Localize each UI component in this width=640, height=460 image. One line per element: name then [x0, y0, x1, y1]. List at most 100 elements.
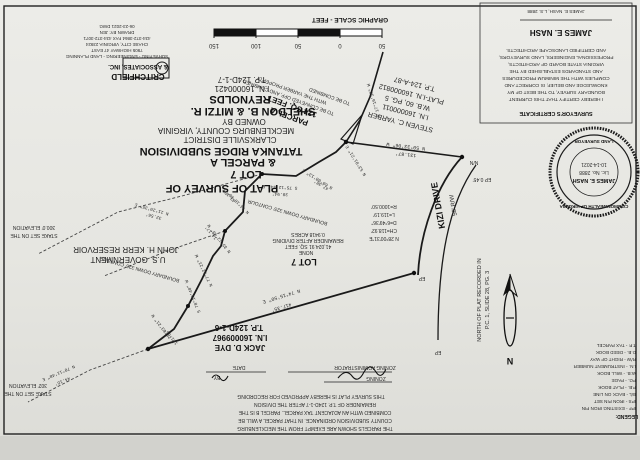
cert-signature-line: JAMES E. NASH, L.S. 2888 — [527, 9, 585, 14]
note-line: THE PARCELS SHOWN ARE EXEMPT FROM THE ME… — [237, 425, 393, 431]
yarber-line — [345, 141, 463, 158]
stake-note: 300.0' ELEVATION — [13, 224, 56, 230]
scale-tick: 100 — [250, 42, 261, 48]
point-label: N/N — [469, 159, 478, 165]
contour-line-north — [37, 173, 263, 255]
surveyor-logo-icon — [122, 57, 170, 79]
curve-chord: CH=118.92' — [371, 227, 397, 233]
certification-box — [479, 2, 633, 124]
pin-icon — [186, 304, 190, 308]
scale-title: GRAPHIC SCALE - FEET — [312, 16, 388, 23]
stake-note: 302' ELEVATION — [9, 382, 47, 388]
cert-signature: JAMES E. NASH — [530, 28, 592, 37]
title-line-10: I.N. 160000421 — [214, 84, 269, 93]
north-note: NORTH OF PLAT RECORDED IN — [477, 258, 483, 341]
legend-item: IPS - IRON PIN SET — [594, 399, 636, 404]
legend-item: W.B. - WILL BOOK — [596, 371, 636, 376]
curve-length: L=119.19' — [373, 211, 395, 217]
stake-note: STAKE SET ON THE — [4, 390, 52, 396]
surveyor-seal-icon — [548, 126, 640, 218]
curve-bearing: N 28°00'31"E — [368, 235, 398, 241]
pin-icon — [260, 172, 264, 176]
legend-item: P.B. - PLAT BOOK — [597, 385, 636, 390]
seal-name: JAMES E. NASH — [573, 177, 616, 183]
bearing-label: N 74°15'50" E — [262, 287, 301, 304]
svg-text:N: N — [507, 356, 514, 366]
lot7-acres: 0.9418 ACRES — [291, 231, 325, 237]
cert-heading: SURVEYOR'S CERTIFICATE — [519, 110, 593, 116]
title-line-11: T.P. 124D-1-7 — [217, 75, 266, 84]
lot7-south-line — [147, 272, 415, 350]
title-line-5: CLARKSVILLE DISTRICT — [183, 135, 276, 144]
cert-line: VIRGINIA STATE BOARD OF ARCHITECTS, — [508, 61, 604, 67]
point-label: EP — [434, 349, 441, 355]
logo-address-3: CHASE CITY, VIRGINIA 23924 — [85, 42, 148, 47]
cert-line: BOUNDARY SURVEY, TO THE BEST OF MY — [506, 89, 604, 95]
point-label: EP — [418, 275, 425, 281]
title-line-7: OWNED BY — [222, 117, 266, 126]
parcel-a-line — [345, 51, 384, 143]
pin-icon — [411, 270, 417, 276]
legend-item: D.B. - DEED BOOK — [595, 350, 636, 355]
title-line-2: LOT 7 — [230, 168, 261, 180]
seal-ring-text-bottom: LAND SURVEYOR — [574, 139, 614, 144]
north-note: P.C. 1, SLIDE 28, PG. 3 — [485, 271, 491, 329]
logo-address-4: 434-372-3864 FAX 434-372-3071 — [83, 36, 151, 41]
note-line: REMAINDER OF T.P. 124D-1-7 AFTER THE DIV… — [254, 401, 376, 407]
title-line-1: PLAT OF SURVEY OF — [165, 182, 278, 194]
kizi-drive-east-edge — [417, 156, 463, 276]
seal-date: 10-14-2021 — [581, 161, 607, 167]
legend-item: T.P. - TAX PARCEL — [596, 343, 636, 348]
title-line-4: TATANKA RIDGE SUBDIVISION — [140, 145, 303, 157]
road-name: KIZI DRIVE — [429, 182, 447, 230]
contour-line-inner — [103, 230, 226, 277]
pin-icon — [223, 229, 227, 233]
distance-label: 131.87' — [395, 150, 417, 159]
scan-margin — [0, 436, 640, 460]
title-line-3: & PARCEL A — [210, 156, 276, 168]
bearing-label: N 50°33'06" W — [386, 141, 425, 152]
title-line-9: REYNOLDS — [209, 93, 270, 105]
cert-line: KNOWLEDGE AND BELIEF, IS CORRECT AND — [504, 82, 608, 88]
gov-line-2: JOHN H. KERR RESERVOIR — [73, 245, 179, 254]
cert-line: PROFESSIONAL ENGINEERS, LAND SURVEYORS, — [499, 54, 614, 60]
scale-tick: 150 — [208, 42, 219, 48]
logo-address-1: SURVEYING - ENGINEERING - LAND PLANNING — [65, 54, 168, 59]
logo-name-1: CRITCHFIELD — [111, 72, 165, 81]
title-line-6: MECKLENBURG COUNTY, VIRGINIA — [157, 126, 294, 135]
dye-owner: JACK D. DYE — [214, 343, 265, 352]
scale-tick: 50 — [294, 42, 301, 48]
distance-label: 32.56' — [145, 211, 162, 221]
approval-signature-lines — [206, 371, 392, 383]
approval-signature-mark-icon — [211, 366, 387, 382]
dye-instrument: I.N. 160009967 — [212, 333, 267, 342]
bearing-label: N 53°01'21" E — [344, 144, 368, 177]
legend-item: I.N. - INSTRUMENT NUMBER — [573, 364, 636, 369]
approval-text: THIS SURVEY PLAT IS HEREBY APPROVED FOR … — [237, 393, 384, 399]
distance-label: 417.35' — [270, 301, 292, 313]
curve-delta: D=6°49'36" — [371, 219, 396, 225]
lot7-shoreline — [147, 141, 347, 350]
lot7-line-2: NONE — [298, 249, 313, 255]
logo-name-2: & ASSOCIATES, INC. — [108, 63, 168, 69]
cert-line: AND STANDARDS ESTABLISHED BY THE — [509, 68, 602, 74]
distance-label: 38.94' — [272, 191, 288, 198]
logo-address-5: DRAWN BY: JEN — [100, 30, 135, 35]
scale-tick: 50 — [378, 42, 385, 48]
legend-item: R/W - RIGHT OF WAY — [590, 357, 636, 362]
approval-zoning: ZONING — [366, 375, 386, 381]
seal-ring-text: COMMONWEALTH OF VIRGINIA — [559, 204, 628, 209]
map-border — [3, 5, 637, 435]
north-arrow-icon: N — [503, 273, 519, 366]
legend-item: IPF - EXISTING IRON PIN — [582, 406, 636, 411]
seal-license: Lic. No. 2888 — [579, 169, 609, 175]
gov-line-1: U.S. GOVERNMENT — [90, 255, 165, 264]
title-line-8: SHELDON B. & MITZI R. — [191, 105, 316, 117]
approval-date: DATE — [232, 364, 246, 370]
road-width: 50' R/W — [449, 194, 459, 216]
cert-line: COMPLIES WITH THE MINIMUM PROCEDURES — [502, 75, 609, 81]
kizi-drive-west-edge — [437, 164, 477, 341]
bearing-label: S 75°12'44" E — [262, 183, 298, 191]
stake-note: STAKE SET ON THE — [10, 232, 58, 238]
